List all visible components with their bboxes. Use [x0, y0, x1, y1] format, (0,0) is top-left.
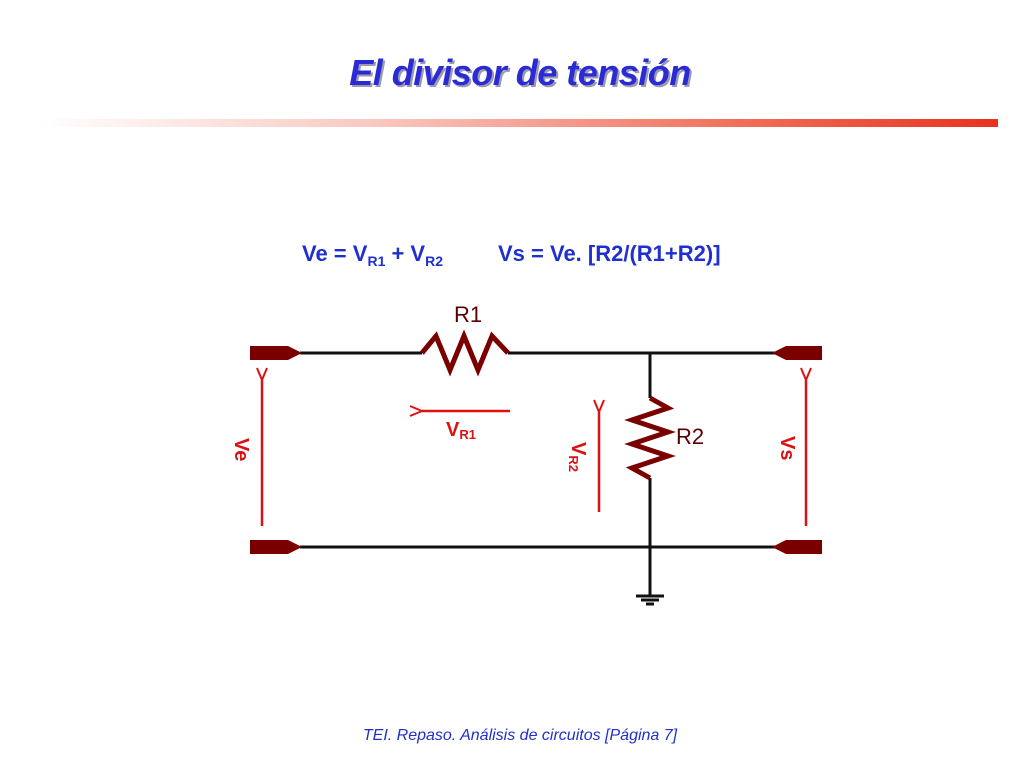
terminal-output-bottom [772, 540, 822, 554]
formula-sum-mid: + V [385, 241, 426, 266]
ground-symbol [636, 594, 664, 606]
title-underline [40, 119, 998, 127]
label-ve: Ve [230, 438, 252, 461]
label-vr1-main: V [446, 419, 460, 441]
label-vr2-sub: R2 [566, 455, 581, 472]
label-r2: R2 [676, 424, 704, 449]
label-vr1: VR1 [446, 419, 476, 442]
label-vr1-sub: R1 [459, 427, 476, 442]
formula-sum-prefix: Ve = V [302, 241, 368, 266]
terminal-input-top [250, 346, 302, 360]
terminal-input-bottom [250, 540, 302, 554]
formula-voltage-sum: Ve = VR1 + VR2 [302, 241, 443, 269]
label-vs: Vs [776, 436, 798, 460]
terminal-output-top [772, 346, 822, 360]
slide-footer: TEI. Repaso. Análisis de circuitos [Pági… [362, 727, 678, 744]
formula-sum-sub1: R1 [367, 253, 386, 269]
resistor-r2 [624, 395, 676, 481]
slide-title: El divisor de tensión [349, 52, 691, 93]
formula-sum-sub2: R2 [425, 253, 444, 269]
formula-output-voltage: Vs = Ve. [R2/(R1+R2)] [498, 241, 721, 266]
label-vr2-main: V [567, 442, 589, 456]
label-r1: R1 [454, 302, 482, 327]
resistor-r1 [420, 329, 510, 377]
label-vr2: VR2 [566, 442, 589, 472]
